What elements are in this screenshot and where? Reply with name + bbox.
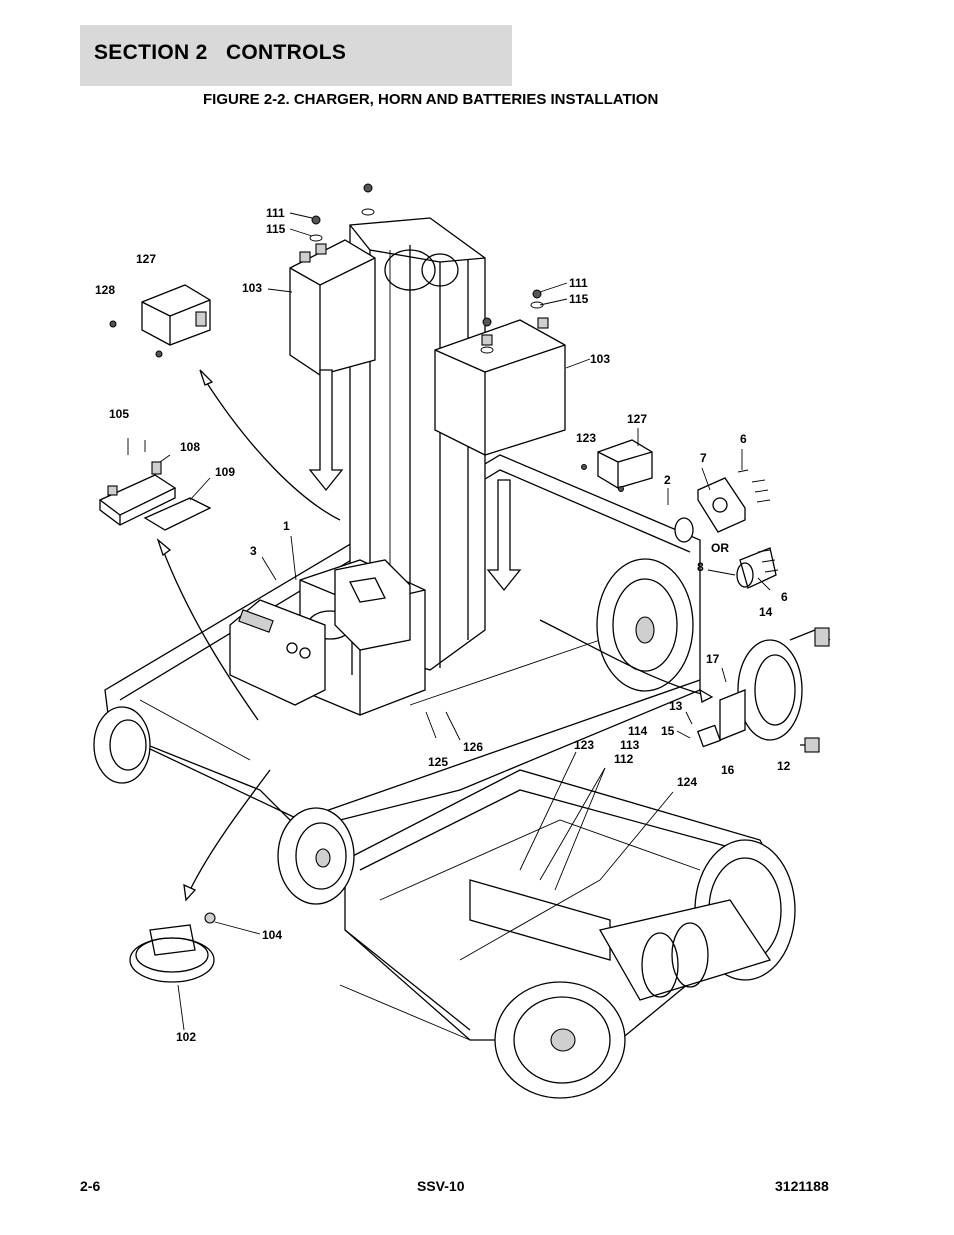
callout-111-upper: 111 — [266, 206, 285, 220]
charger-bracket — [334, 559, 411, 651]
callout-6-lower: 6 — [781, 590, 788, 604]
footer-doc-number: 3121188 — [775, 1178, 829, 1194]
callout-2: 2 — [664, 473, 671, 487]
drive-wheel-front — [494, 981, 626, 1099]
callout-126: 126 — [463, 740, 484, 754]
callout-105: 105 — [109, 407, 130, 421]
callout-123-lower: 123 — [574, 738, 595, 752]
footer-model: SSV-10 — [417, 1178, 465, 1194]
callout-124: 124 — [677, 775, 698, 789]
callout-113: 113 — [620, 738, 640, 752]
charger-unit-alt — [581, 439, 653, 492]
callout-115-right: 115 — [569, 292, 589, 306]
front-caster-left — [93, 706, 151, 784]
footer-page-number: 2-6 — [80, 1178, 101, 1194]
callout-103-lower: 103 — [590, 352, 611, 366]
callout-17: 17 — [706, 652, 720, 666]
install-arrows — [156, 369, 714, 902]
callout-or: OR — [711, 541, 729, 555]
callout-125: 125 — [428, 755, 449, 769]
battery-hardware-top — [309, 183, 544, 354]
battery-lower — [434, 317, 566, 456]
callout-15: 15 — [661, 724, 675, 738]
callout-13: 13 — [669, 699, 683, 713]
section-header-bar: SECTION 2 CONTROLS — [80, 25, 512, 86]
charger-unit — [109, 284, 211, 358]
section-title: SECTION 2 CONTROLS — [94, 41, 347, 64]
callout-103-upper: 103 — [242, 281, 263, 295]
callout-127-right: 127 — [627, 412, 648, 426]
callout-111-right: 111 — [569, 276, 588, 290]
callout-1: 1 — [283, 519, 290, 533]
callout-128: 128 — [95, 283, 116, 297]
figure-title: FIGURE 2-2. CHARGER, HORN AND BATTERIES … — [203, 91, 659, 108]
callout-3: 3 — [250, 544, 257, 558]
drive-motor — [599, 899, 772, 1001]
callout-109: 109 — [215, 465, 236, 479]
callout-115-upper: 115 — [266, 222, 286, 236]
callout-6-upper: 6 — [740, 432, 747, 446]
callout-16: 16 — [721, 763, 735, 777]
callout-112: 112 — [614, 752, 634, 766]
callout-8: 8 — [697, 560, 704, 574]
callout-7: 7 — [700, 451, 707, 465]
alarm-beacon — [696, 627, 831, 753]
callout-104: 104 — [262, 928, 283, 942]
callout-leaders — [159, 212, 771, 1031]
callout-108: 108 — [180, 440, 201, 454]
battery-upper — [289, 239, 376, 376]
callout-12: 12 — [777, 759, 791, 773]
front-wheel-left — [277, 807, 355, 905]
rear-wheel-right — [596, 558, 694, 692]
callout-114: 114 — [628, 724, 648, 738]
callout-123-upper: 123 — [576, 431, 597, 445]
callout-127-left: 127 — [136, 252, 157, 266]
terminal-block — [98, 438, 212, 531]
callout-102: 102 — [176, 1030, 197, 1044]
horn — [129, 912, 216, 983]
key-switch-assembly — [674, 469, 779, 589]
callout-14: 14 — [759, 605, 773, 619]
